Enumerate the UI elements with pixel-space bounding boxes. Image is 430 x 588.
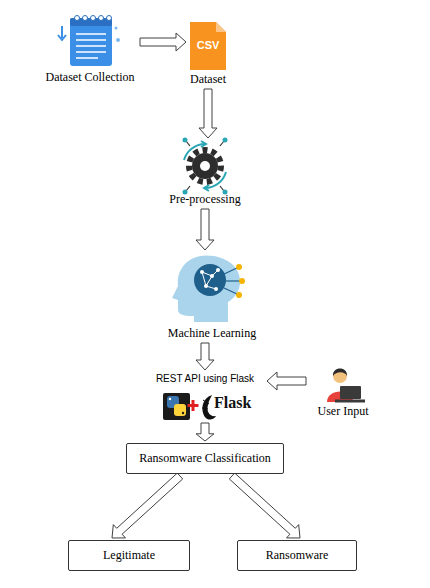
icon-node: Pre-processing (160, 140, 250, 207)
ai-head-icon (172, 255, 245, 322)
node-label: Flask (214, 394, 251, 412)
icon-slot (90, 12, 91, 70)
block-arrow (196, 209, 214, 250)
plus-sign (188, 400, 199, 411)
user-icon (327, 369, 365, 403)
box-label: Ransomware Classification (139, 451, 271, 466)
node-label: CSV (188, 39, 228, 51)
block-arrow (140, 33, 186, 51)
node-label: Pre-processing (169, 192, 240, 207)
node-label: REST API using Flask (156, 372, 254, 385)
block-arrow (112, 473, 183, 538)
flask-horn-logo (202, 395, 216, 420)
process-box: Legitimate (68, 540, 190, 571)
icon-slot (212, 252, 213, 326)
icon-slot (343, 364, 344, 404)
block-arrow (267, 372, 306, 390)
gear-icon (183, 138, 228, 195)
icon-slot (205, 140, 206, 192)
block-arrow (229, 473, 300, 538)
process-box: Ransomware Classification (126, 443, 284, 474)
block-arrow (196, 423, 214, 441)
block-arrow (196, 343, 214, 370)
node-label: Dataset Collection (46, 70, 135, 85)
notebook-icon (58, 16, 120, 67)
icon-node: User Input (308, 364, 378, 419)
python-logo (163, 393, 190, 420)
node-label: Dataset (190, 72, 226, 87)
process-box: Ransomware (237, 540, 357, 571)
node-label: Machine Learning (168, 326, 256, 341)
block-arrow (199, 89, 217, 138)
icon-node: Dataset Collection (42, 12, 138, 85)
icon-slot (205, 385, 206, 421)
icon-node: Machine Learning (157, 252, 267, 341)
node-label: User Input (318, 404, 369, 419)
box-label: Legitimate (103, 548, 155, 563)
box-label: Ransomware (266, 548, 329, 563)
icon-node: CSV Dataset (188, 22, 228, 87)
icon-node: REST API using FlaskFlask (145, 372, 265, 421)
